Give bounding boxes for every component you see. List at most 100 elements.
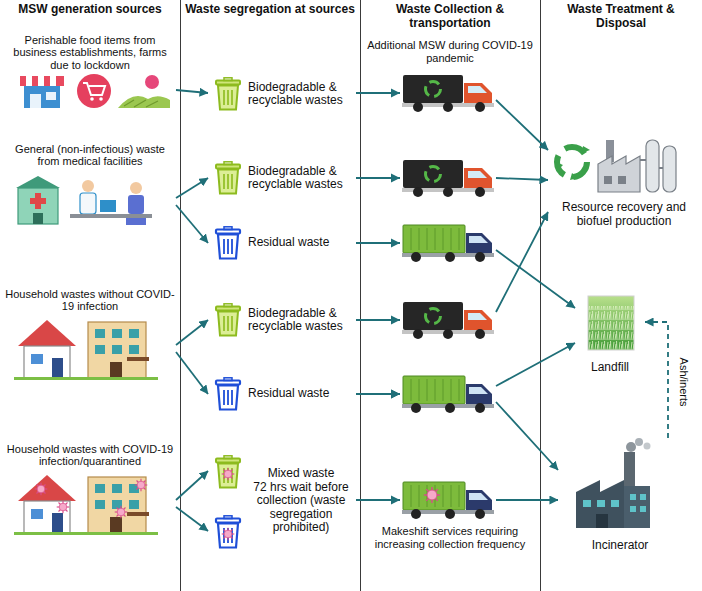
infected-household-icon [14,475,158,535]
text-block: Perishable food items from business esta… [4,34,176,71]
text-block: Biodegradable & recyclable wastes [248,307,356,334]
cart-icon [77,74,111,108]
flow-arrow [356,394,558,470]
farm-icon [118,96,170,108]
arrowhead [391,496,400,505]
text-block: Household wastes with COVID-19 infection… [4,443,176,468]
source-group: Perishable food items from business esta… [4,34,176,111]
resource-recovery-icon [556,146,590,180]
incinerator-icon [576,480,624,528]
patient-icon [126,182,146,225]
farm-icon [145,75,159,89]
flow-arrow [176,507,208,531]
shop-icon [24,86,60,108]
column-divider [360,0,361,591]
waste-bin [216,378,240,410]
resource-recovery-icon [640,160,663,168]
collection-truck [424,487,440,503]
farm-icon [118,75,170,108]
incinerator-icon [576,438,651,528]
incinerator-icon [611,500,619,507]
arrowhead [391,390,400,399]
text-block: Biodegradable & recyclable wastes [248,165,356,192]
resource-recovery-icon [598,156,640,192]
hospital-icon [33,213,43,224]
flow-arrow [356,93,548,150]
doctor-icon [70,214,152,218]
source-group: Household wastes with COVID-19 infection… [4,443,176,537]
bin-label: Biodegradable & recyclable wastes [248,307,356,334]
landfill-icon [588,296,634,350]
waste-bin [216,227,240,259]
waste-bin [216,516,240,548]
incinerator-icon [640,506,646,512]
incinerator-icon [583,494,646,512]
incinerator-icon [596,514,608,528]
flow-arrow [176,205,208,243]
text-block: Residual waste [248,236,356,249]
flow-arrow [176,471,208,500]
hospital-icon [16,176,60,188]
bin-label: Biodegradable & recyclable wastes [248,81,356,108]
cart-icon [83,83,105,95]
collection-truck [402,225,494,262]
household-icon [14,320,158,380]
flow-arrow [356,343,575,394]
shop-icon [20,76,64,108]
text-block: General (non-infectious) waste from medi… [4,143,176,168]
doctor-icon [70,180,152,218]
source-label: Perishable food items from business esta… [4,34,176,71]
collection-truck [402,376,494,413]
collection-truck [402,160,494,197]
waste-bin-group: Residual waste [208,225,356,261]
text-block: Resource recovery and biofuel production [548,201,700,228]
truck-caption: Additional MSW during COVID-19 pandemic [365,39,535,64]
waste-bin-group: Biodegradable & recyclable wastes [208,302,356,338]
text-block: Residual waste [248,387,356,400]
waste-bin [216,78,240,110]
text-block: Incinerator [558,539,682,552]
waste-bin-group: Biodegradable & recyclable wastes [208,160,356,196]
shop-icon [20,76,64,86]
column-header: MSW generation sources [2,3,178,17]
source-label: General (non-infectious) waste from medi… [4,143,176,168]
resource-recovery-icon [604,176,612,184]
bin-label: Residual waste [248,236,356,249]
hospital-icon [16,176,60,224]
flow-arrow [176,90,208,93]
arrowhead [391,89,400,98]
waste-bin-group: Biodegradable & recyclable wastes [208,76,356,112]
treatment-facility: Landfill [575,290,645,374]
bin-label: 72 hrs wait before collection (waste seg… [246,481,356,535]
arrowhead [391,316,400,325]
farm-icon [124,100,158,107]
waste-bin [216,456,240,488]
infected-household-icon [57,501,70,514]
patient-icon [128,195,144,214]
waste-bin [222,468,235,481]
flow-arrow [356,243,575,308]
bin-label: Biodegradable & recyclable wastes [248,165,356,192]
flow-arrow [645,322,668,438]
cart-icon [99,97,103,101]
facility-label: Resource recovery and biofuel production [548,201,700,228]
infected-household-icon [115,506,128,519]
incinerator-icon [624,486,650,528]
flow-arrow [356,499,558,501]
incinerator-icon [640,494,646,500]
collection-truck [402,75,494,112]
truck-caption: Makeshift services requiring increasing … [365,525,535,550]
patient-icon [126,218,146,225]
doctor-icon [82,180,94,192]
landfill-icon [588,296,634,350]
shop-icon [46,92,56,100]
infected-household-icon [35,483,48,496]
flow-arrow [356,178,548,180]
text-block: Landfill [575,361,645,374]
flow-arrow [356,212,548,320]
resource-recovery-icon [663,146,676,192]
incinerator-icon [624,452,635,486]
cart-icon [77,74,111,108]
column-header: Waste Collection & transportation [362,3,538,31]
